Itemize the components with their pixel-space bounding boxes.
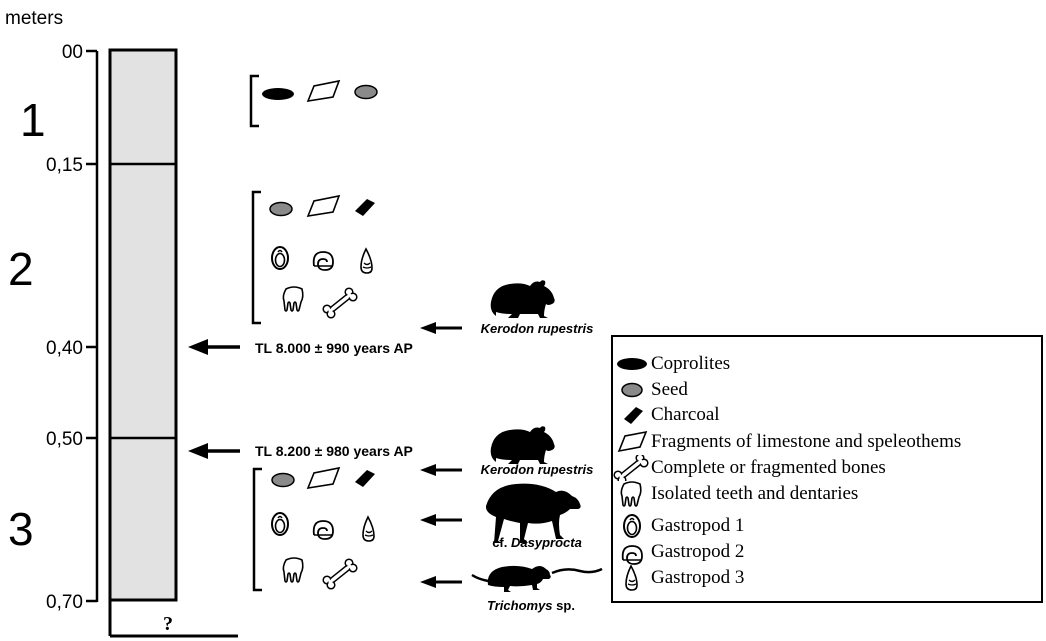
gastropod-1-icon bbox=[272, 513, 288, 535]
charcoal-icon bbox=[355, 470, 375, 487]
layer-number: 1 bbox=[20, 94, 46, 146]
dating-arrow bbox=[188, 443, 240, 459]
layer-1-contents bbox=[251, 76, 377, 126]
coprolite-icon bbox=[613, 351, 651, 377]
depth-tick-label: 0,70 bbox=[46, 592, 83, 613]
gastropod-2-icon bbox=[314, 521, 333, 539]
gastropod-1-icon bbox=[613, 513, 651, 539]
bone-icon bbox=[613, 455, 651, 481]
depth-tick-label: 0,50 bbox=[46, 429, 83, 450]
axis-unit-label: meters bbox=[5, 8, 63, 29]
charcoal-icon bbox=[355, 199, 375, 216]
tooth-icon bbox=[283, 558, 302, 582]
bone-icon bbox=[323, 288, 357, 318]
legend-item: Seed bbox=[613, 377, 688, 403]
gastropod-3-icon bbox=[613, 565, 651, 591]
gastropod-1-icon bbox=[272, 247, 288, 269]
layer-bracket bbox=[251, 76, 259, 126]
legend-label: Gastropod 2 bbox=[651, 541, 744, 563]
tooth-icon bbox=[283, 287, 302, 311]
limestone-fragment-icon bbox=[308, 468, 339, 488]
legend-item: Fragments of limestone and speleothems bbox=[613, 429, 961, 455]
seed-icon bbox=[355, 86, 377, 99]
fauna-label: Trichomys sp. bbox=[487, 598, 575, 613]
depth-tick-label: 0,15 bbox=[46, 155, 83, 176]
unknown-depth-marker: ? bbox=[163, 613, 173, 635]
legend-label: Complete or fragmented bones bbox=[651, 457, 886, 479]
coprolite-icon bbox=[262, 88, 294, 100]
seed-icon bbox=[272, 474, 294, 487]
dating-label: TL 8.200 ± 980 years AP bbox=[255, 443, 413, 459]
legend-item: Gastropod 1 bbox=[613, 513, 744, 539]
legend-label: Gastropod 1 bbox=[651, 515, 744, 537]
layer-bracket bbox=[254, 469, 262, 590]
legend-label: Isolated teeth and dentaries bbox=[651, 483, 858, 505]
legend-label: Coprolites bbox=[651, 353, 730, 375]
charcoal-icon bbox=[613, 402, 651, 428]
kerodon-silhouette-icon bbox=[491, 426, 555, 464]
stratigraphic-column bbox=[110, 50, 238, 636]
fauna-label: Kerodon rupestris bbox=[481, 321, 594, 336]
tooth-icon bbox=[613, 481, 651, 507]
limestone-fragment-icon bbox=[613, 429, 651, 455]
layer-bracket bbox=[253, 192, 261, 323]
legend-item: Coprolites bbox=[613, 351, 730, 377]
gastropod-3-icon bbox=[361, 249, 372, 273]
fauna-label: Kerodon rupestris bbox=[481, 462, 594, 477]
seed-icon bbox=[270, 203, 292, 216]
legend-label: Gastropod 3 bbox=[651, 567, 744, 589]
seed-icon bbox=[613, 377, 651, 403]
layer-number: 3 bbox=[8, 503, 34, 555]
depth-tick-label: 00 bbox=[62, 42, 83, 63]
layer-3-contents bbox=[254, 468, 375, 590]
fauna-arrow bbox=[420, 322, 462, 334]
legend-item: Charcoal bbox=[613, 402, 720, 428]
legend: Coprolites Seed Charcoal Fragments of li… bbox=[611, 335, 1043, 603]
bone-icon bbox=[323, 559, 357, 589]
gastropod-3-icon bbox=[363, 517, 374, 541]
layer-number: 2 bbox=[8, 243, 34, 295]
kerodon-silhouette-icon bbox=[491, 280, 555, 318]
legend-item: Gastropod 2 bbox=[613, 539, 744, 565]
fauna-arrow bbox=[420, 514, 462, 526]
limestone-fragment-icon bbox=[308, 196, 339, 216]
depth-axis bbox=[86, 51, 97, 602]
legend-label: Seed bbox=[651, 379, 688, 401]
layer-2-contents bbox=[253, 192, 375, 323]
fauna-label: cf. Dasyprocta bbox=[492, 535, 582, 550]
legend-item: Gastropod 3 bbox=[613, 565, 744, 591]
trichomys-silhouette-icon bbox=[472, 566, 602, 592]
dating-arrow bbox=[188, 339, 240, 355]
legend-item: Complete or fragmented bones bbox=[613, 455, 886, 481]
legend-label: Charcoal bbox=[651, 404, 720, 426]
limestone-fragment-icon bbox=[308, 81, 339, 101]
legend-item: Isolated teeth and dentaries bbox=[613, 481, 858, 507]
depth-tick-label: 0,40 bbox=[46, 338, 83, 359]
gastropod-2-icon bbox=[613, 539, 651, 565]
legend-label: Fragments of limestone and speleothems bbox=[651, 431, 961, 453]
fauna-arrow bbox=[420, 464, 462, 476]
gastropod-2-icon bbox=[314, 252, 333, 270]
fauna-arrow bbox=[420, 576, 462, 588]
dating-label: TL 8.000 ± 990 years AP bbox=[255, 340, 413, 356]
